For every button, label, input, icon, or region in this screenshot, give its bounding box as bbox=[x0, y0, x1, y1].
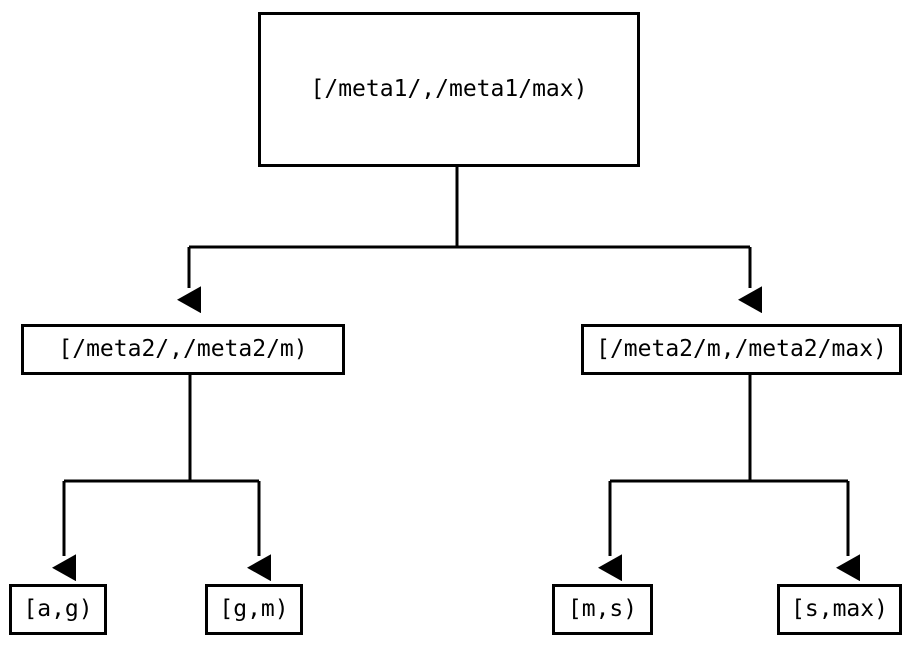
node-leaf-2-label: [g,m) bbox=[219, 596, 289, 622]
node-leaf-4: [s,max) bbox=[777, 584, 902, 635]
node-leaf-1: [a,g) bbox=[9, 584, 107, 635]
node-leaf-3: [m,s) bbox=[552, 584, 653, 635]
node-leaf-4-label: [s,max) bbox=[791, 596, 888, 622]
node-root-label: [/meta1/,/meta1/max) bbox=[310, 76, 588, 102]
node-leaf-1-label: [a,g) bbox=[23, 596, 93, 622]
node-leaf-2: [g,m) bbox=[205, 584, 303, 635]
node-mid-left-label: [/meta2/,/meta2/m) bbox=[58, 336, 308, 362]
node-root: [/meta1/,/meta1/max) bbox=[258, 12, 640, 167]
node-mid-right: [/meta2/m,/meta2/max) bbox=[581, 324, 902, 375]
node-mid-right-label: [/meta2/m,/meta2/max) bbox=[596, 336, 887, 362]
node-mid-left: [/meta2/,/meta2/m) bbox=[21, 324, 345, 375]
node-leaf-3-label: [m,s) bbox=[567, 596, 638, 622]
